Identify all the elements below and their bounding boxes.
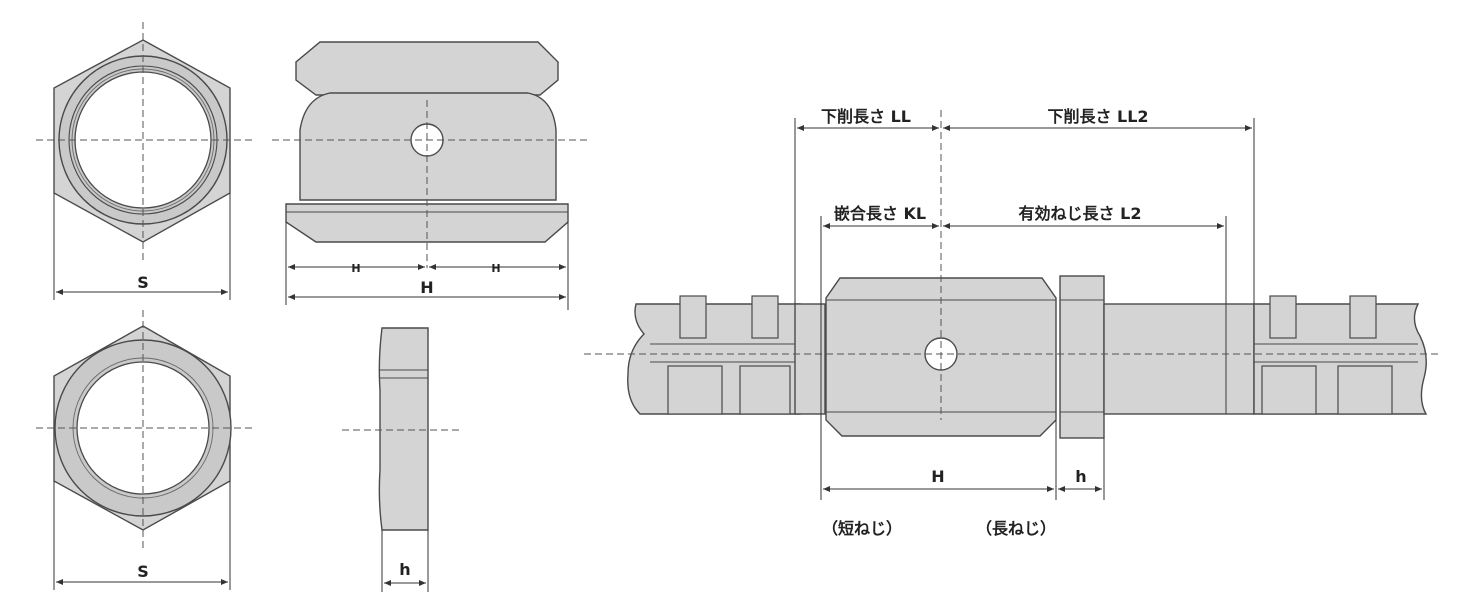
dim-label-h-right: H <box>491 262 500 275</box>
dim-label-l2: 有効ねじ長さ L2 <box>1019 204 1142 223</box>
hex-nut-front-view-top: S <box>36 22 252 300</box>
dim-label-h-total: H <box>420 278 433 297</box>
dim-label-s-top: S <box>137 273 149 292</box>
rebar-coupler-assembly: 下削長さ LL 下削長さ LL2 嵌合長さ KL 有効ねじ長さ L2 H h （… <box>584 107 1440 538</box>
dim-label-ll: 下削長さ LL <box>821 107 911 126</box>
label-short-thread: （短ねじ） <box>822 519 902 538</box>
dim-label-ll2: 下削長さ LL2 <box>1047 107 1148 126</box>
dim-label-h-side: h <box>399 560 410 579</box>
dim-label-h-coupler: H <box>931 467 944 486</box>
dim-label-kl: 嵌合長さ KL <box>834 204 926 223</box>
dim-label-h-locknut: h <box>1075 467 1086 486</box>
dim-label-s-bottom: S <box>137 562 149 581</box>
coupler-side-view: H H H <box>272 41 590 310</box>
hex-nut-front-view-bottom: S <box>36 310 252 590</box>
label-long-thread: （長ねじ） <box>976 519 1056 538</box>
dim-label-h-left: H <box>351 262 360 275</box>
locknut-side-view: h <box>342 327 460 592</box>
